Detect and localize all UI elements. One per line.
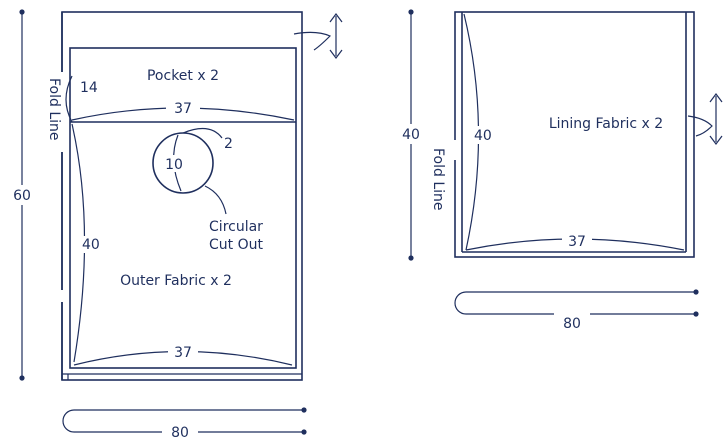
height-bottom-dot bbox=[19, 375, 25, 381]
bottom-width-label: 37 bbox=[174, 345, 192, 361]
lining-bottom-label: 37 bbox=[568, 234, 586, 250]
pocket-width-label: 37 bbox=[174, 101, 192, 117]
circle-leader-line bbox=[204, 185, 227, 215]
lining-sheet bbox=[454, 11, 695, 258]
length-label: 40 bbox=[82, 237, 100, 253]
outer-strap: 80 bbox=[62, 407, 307, 439]
lining-length-label: 40 bbox=[474, 128, 492, 144]
lining-strap-loop bbox=[454, 291, 696, 315]
height-label: 60 bbox=[13, 188, 31, 204]
height-top-dot bbox=[19, 9, 25, 15]
strap-loop bbox=[62, 409, 304, 433]
lining-fold-label: Fold Line bbox=[430, 148, 446, 211]
lining-arrow-heads bbox=[709, 93, 723, 145]
fold-line-label: Fold Line bbox=[46, 78, 62, 141]
lining-fabric-pattern: 40 Fold Line 40 Lining Fabric x 2 37 bbox=[398, 9, 723, 261]
circle-offset-label: 2 bbox=[224, 136, 233, 152]
lining-flap-curve bbox=[687, 115, 713, 137]
circle-diameter-label: 10 bbox=[165, 157, 183, 173]
circle-offset-curve bbox=[182, 127, 223, 139]
circle-label-line1: Circular bbox=[209, 219, 263, 235]
lining-fabric-label: Lining Fabric x 2 bbox=[549, 116, 663, 132]
pocket-height-curve bbox=[65, 75, 73, 123]
outer-panel bbox=[69, 47, 297, 369]
lining-strap-label: 80 bbox=[563, 316, 581, 332]
outer-fabric-pattern: 60 Fold Line 14 Pocket x 2 37 2 10 Circu… bbox=[10, 9, 343, 381]
circle-label-line2: Cut Out bbox=[209, 237, 263, 253]
flap-arrow-heads bbox=[329, 13, 343, 59]
lining-height-label: 40 bbox=[402, 127, 420, 143]
pocket-label: Pocket x 2 bbox=[147, 68, 219, 84]
flap-curve bbox=[293, 31, 332, 51]
pocket-height-label: 14 bbox=[80, 80, 98, 96]
strap-label: 80 bbox=[171, 425, 189, 439]
lining-strap: 80 bbox=[454, 289, 699, 332]
outer-fabric-label: Outer Fabric x 2 bbox=[120, 273, 232, 289]
